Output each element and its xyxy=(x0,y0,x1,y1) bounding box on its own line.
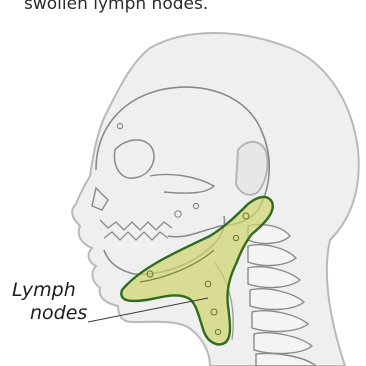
lymph-nodes-label-line1: Lymph xyxy=(12,281,76,300)
lymph-nodes-label-line2: nodes xyxy=(30,304,87,323)
